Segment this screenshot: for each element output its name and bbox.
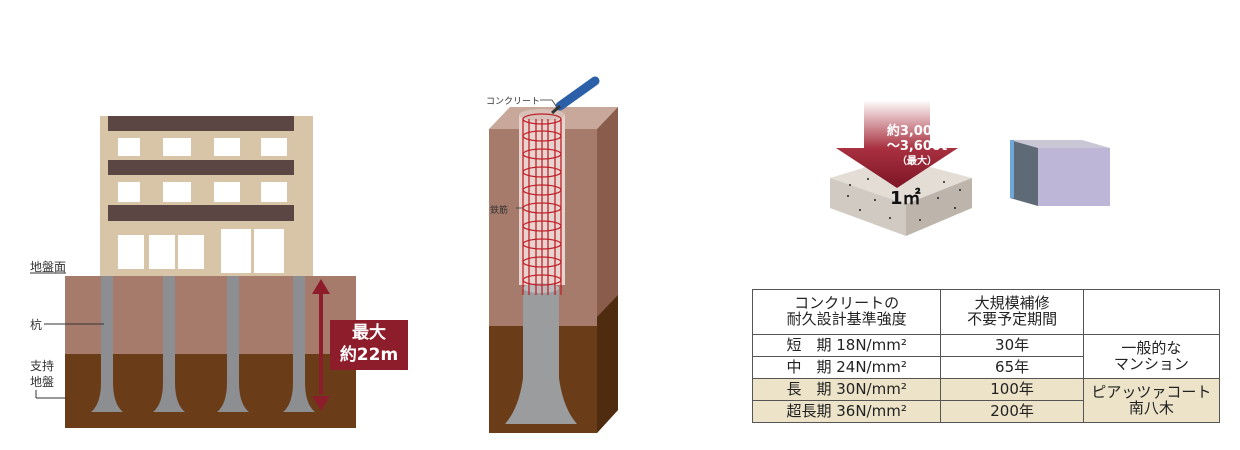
table-header-period: 大規模補修不要予定期間 — [940, 289, 1084, 335]
window-band — [108, 160, 294, 175]
support-ground-label-1: 支持 — [30, 359, 55, 373]
load-value-2: ～3,600t — [886, 139, 948, 154]
table-header-empty — [1082, 289, 1221, 335]
table-cell-grade: 長 期 30N/mm² — [751, 378, 942, 401]
box-side — [1010, 140, 1038, 206]
load-label: 約3,000t ～3,600t （最大） — [862, 124, 972, 169]
load-max-note: （最大） — [897, 156, 937, 167]
tremie-pipe — [555, 76, 600, 111]
depth-arrow — [312, 279, 330, 411]
area-label: 1㎡ — [890, 188, 921, 209]
slab-front — [830, 178, 906, 236]
box-top — [1010, 140, 1110, 148]
windows — [118, 138, 287, 273]
table-cell-years: 100年 — [940, 378, 1084, 401]
table-cell-grade: 超長期 36N/mm² — [751, 400, 942, 423]
table-group-property: ピアッツァコート南八木 — [1082, 378, 1221, 423]
soil-layer — [65, 276, 356, 354]
concrete-strength-table: コンクリートの耐久設計基準強度 大規模補修不要予定期間 短 期 18N/mm² … — [751, 289, 1221, 423]
pile-section-diagram — [489, 76, 618, 433]
max-depth-title: 最大 — [352, 323, 386, 343]
building-pile-diagram — [30, 116, 356, 428]
rebar-label: 鉄筋 — [490, 206, 509, 216]
support-ground-layer — [65, 354, 356, 428]
table-cell-years: 200年 — [940, 400, 1084, 423]
load-arrow — [836, 100, 958, 188]
pile-label: 杭 — [30, 318, 43, 332]
window-band — [108, 205, 294, 221]
slab-side — [906, 178, 972, 236]
support-ground-label-2: 地盤 — [30, 375, 55, 389]
slab-texture — [847, 178, 961, 221]
load-value-1: 約3,000t — [886, 124, 948, 139]
table-cell-grade: 短 期 18N/mm² — [751, 334, 942, 357]
window-band — [108, 116, 294, 131]
rebar-cage — [522, 113, 562, 295]
max-depth-badge: 最大 約22m — [330, 320, 408, 370]
table-cell-years: 30年 — [940, 334, 1084, 357]
concrete-pile — [505, 288, 577, 424]
table-cell-years: 65年 — [940, 356, 1084, 379]
load-diagram — [830, 100, 1110, 236]
piles — [91, 276, 315, 412]
table-cell-grade: 中 期 24N/mm² — [751, 356, 942, 379]
block-side-deep — [597, 295, 618, 433]
table-group-general: 一般的なマンション — [1082, 334, 1221, 379]
max-depth-value: 約22m — [339, 345, 399, 365]
table-header-strength: コンクリートの耐久設計基準強度 — [751, 289, 942, 335]
ground-surface-label: 地盤面 — [30, 260, 67, 274]
concrete-label: コンクリート — [486, 97, 541, 107]
leader-lines — [30, 272, 104, 399]
box-front — [1038, 148, 1110, 206]
